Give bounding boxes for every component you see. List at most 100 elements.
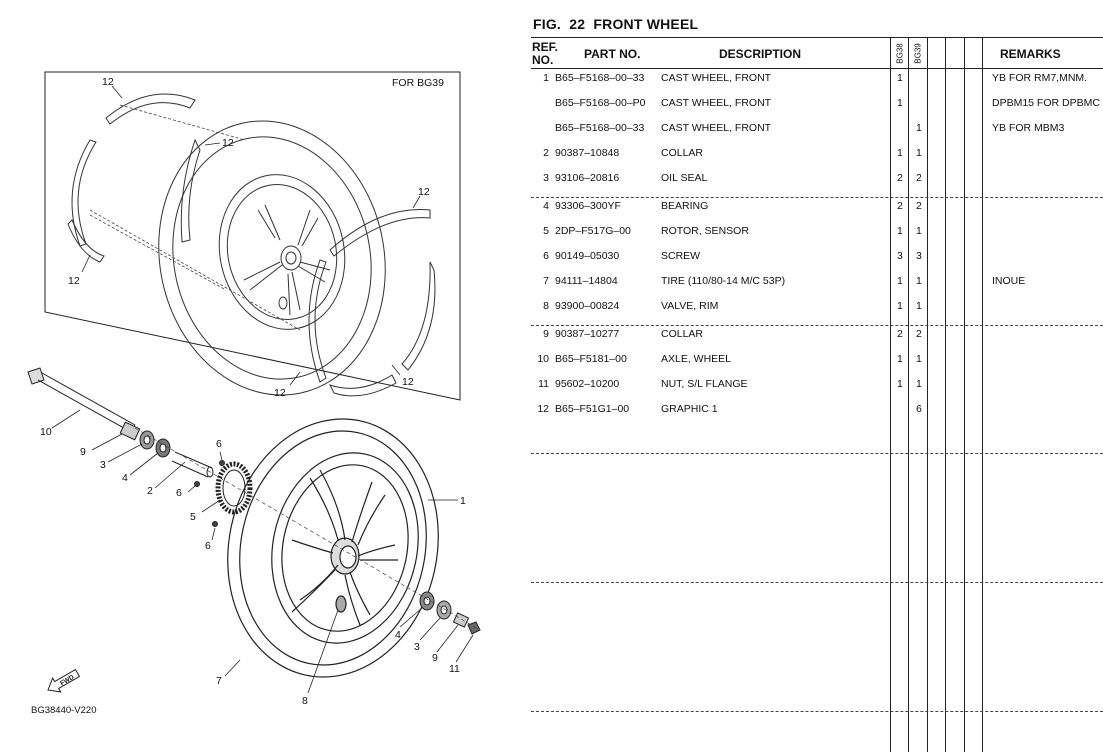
group-separator xyxy=(531,325,1103,326)
remarks-cell: DPBM15 FOR DPBMC xyxy=(992,97,1100,109)
description-cell: CAST WHEEL, FRONT xyxy=(661,72,772,84)
qty-bg39-cell: 1 xyxy=(916,122,922,134)
qty-bg39-cell: 1 xyxy=(916,275,922,287)
col-divider xyxy=(890,38,891,752)
inset-decals xyxy=(67,93,436,397)
description-cell: SCREW xyxy=(661,250,701,262)
group-separator xyxy=(531,453,1103,454)
right-spacers xyxy=(419,591,481,635)
callout-7: 7 xyxy=(216,675,222,687)
header-description: DESCRIPTION xyxy=(719,47,802,61)
ref-no-cell: 7 xyxy=(543,275,549,287)
description-cell: CAST WHEEL, FRONT xyxy=(661,122,772,134)
qty-bg38-cell: 1 xyxy=(897,147,903,159)
col-divider xyxy=(908,38,909,752)
group-separator xyxy=(531,582,1103,583)
main-wheel xyxy=(227,418,439,678)
table-header-rule xyxy=(531,68,1103,69)
fig-name: FRONT WHEEL xyxy=(593,16,699,32)
callout-5: 5 xyxy=(190,511,196,523)
parts-catalog: FIG. 2 2 FRONT WHEEL REF. NO. PART NO. DE… xyxy=(531,0,1103,752)
inset-label: FOR BG39 xyxy=(392,77,444,89)
description-cell: AXLE, WHEEL xyxy=(661,353,732,365)
qty-bg39-cell: 1 xyxy=(916,353,922,365)
description-cell: GRAPHIC 1 xyxy=(661,403,718,415)
table-row: 9 90387–10277 COLLAR 2 2 xyxy=(531,328,1103,344)
qty-bg38-cell: 2 xyxy=(897,172,903,184)
qty-bg39-cell: 2 xyxy=(916,172,922,184)
qty-bg39-cell: 1 xyxy=(916,378,922,390)
remarks-cell: YB FOR MBM3 xyxy=(992,122,1065,134)
ref-no-cell: 10 xyxy=(537,353,549,365)
header-ref-no: REF. NO. xyxy=(532,40,559,67)
callout-4: 4 xyxy=(122,472,128,484)
header-model-bg39: BG39 xyxy=(913,43,923,64)
part-no-cell: B65–F5168–00–P0 xyxy=(555,97,646,109)
qty-bg39-cell: 3 xyxy=(916,250,922,262)
remarks-cell: YB FOR RM7,MNM. xyxy=(992,72,1088,84)
ref-no-cell: 6 xyxy=(543,250,549,262)
qty-bg38-cell: 2 xyxy=(897,200,903,212)
part-no-cell: 94111–14804 xyxy=(555,275,618,287)
qty-bg39-cell: 1 xyxy=(916,225,922,237)
part-no-cell: 90387–10277 xyxy=(555,328,620,340)
left-spacers xyxy=(119,421,214,478)
callout-12: 12 xyxy=(402,376,414,388)
description-cell: COLLAR xyxy=(661,328,704,340)
qty-bg38-cell: 1 xyxy=(897,300,903,312)
qty-bg38-cell: 1 xyxy=(897,225,903,237)
description-cell: COLLAR xyxy=(661,147,704,159)
ref-no-cell: 8 xyxy=(543,300,549,312)
qty-bg39-cell: 2 xyxy=(916,200,922,212)
inset-frame xyxy=(44,71,461,401)
qty-bg39-cell: 1 xyxy=(916,300,922,312)
qty-bg38-cell: 1 xyxy=(897,378,903,390)
header-model-bg38: BG38 xyxy=(895,43,905,64)
header-part-no: PART NO. xyxy=(584,47,641,61)
callout-2: 2 xyxy=(147,485,153,497)
callout-9: 9 xyxy=(432,652,438,664)
callout-10: 10 xyxy=(40,426,52,438)
callout-12: 12 xyxy=(274,387,286,399)
qty-bg39-cell: 2 xyxy=(916,328,922,340)
part-no-cell: B65–F5168–00–33 xyxy=(555,122,645,134)
callout-12: 12 xyxy=(68,275,80,287)
axle xyxy=(27,367,136,433)
fig-label: FIG. xyxy=(533,16,562,32)
qty-bg38-cell: 1 xyxy=(897,72,903,84)
qty-bg38-cell: 2 xyxy=(897,328,903,340)
exploded-diagram: FOR BG39 12 12 12 12 12 xyxy=(27,71,481,716)
description-cell: CAST WHEEL, FRONT xyxy=(661,97,772,109)
callout-12: 12 xyxy=(102,76,114,88)
qty-bg38-cell: 1 xyxy=(897,97,903,109)
inset-leaders xyxy=(89,104,301,331)
part-no-cell: 93900–00824 xyxy=(555,300,620,312)
part-no-cell: B65–F5168–00–33 xyxy=(555,72,645,84)
axis-line xyxy=(134,427,481,631)
description-cell: ROTOR, SENSOR xyxy=(661,225,749,237)
ref-no-cell: 4 xyxy=(543,200,549,212)
col-divider xyxy=(982,38,983,752)
callout-8: 8 xyxy=(302,695,308,707)
table-row: B65–F5168–00–33 CAST WHEEL, FRONT 1 YB FOR … xyxy=(531,122,1103,138)
header-remarks: REMARKS xyxy=(1000,47,1061,61)
ref-no-cell: 9 xyxy=(543,328,549,340)
part-no-cell: 93306–300YF xyxy=(555,200,621,212)
qty-bg38-cell: 1 xyxy=(897,275,903,287)
qty-bg38-cell: 1 xyxy=(897,353,903,365)
qty-bg39-cell: 6 xyxy=(916,403,922,415)
callout-11: 11 xyxy=(449,663,460,675)
callout-3: 3 xyxy=(414,641,420,653)
ref-no-cell: 3 xyxy=(543,172,549,184)
col-divider xyxy=(945,38,946,752)
table-top-rule xyxy=(531,37,1103,38)
remarks-cell: INOUE xyxy=(992,275,1026,287)
